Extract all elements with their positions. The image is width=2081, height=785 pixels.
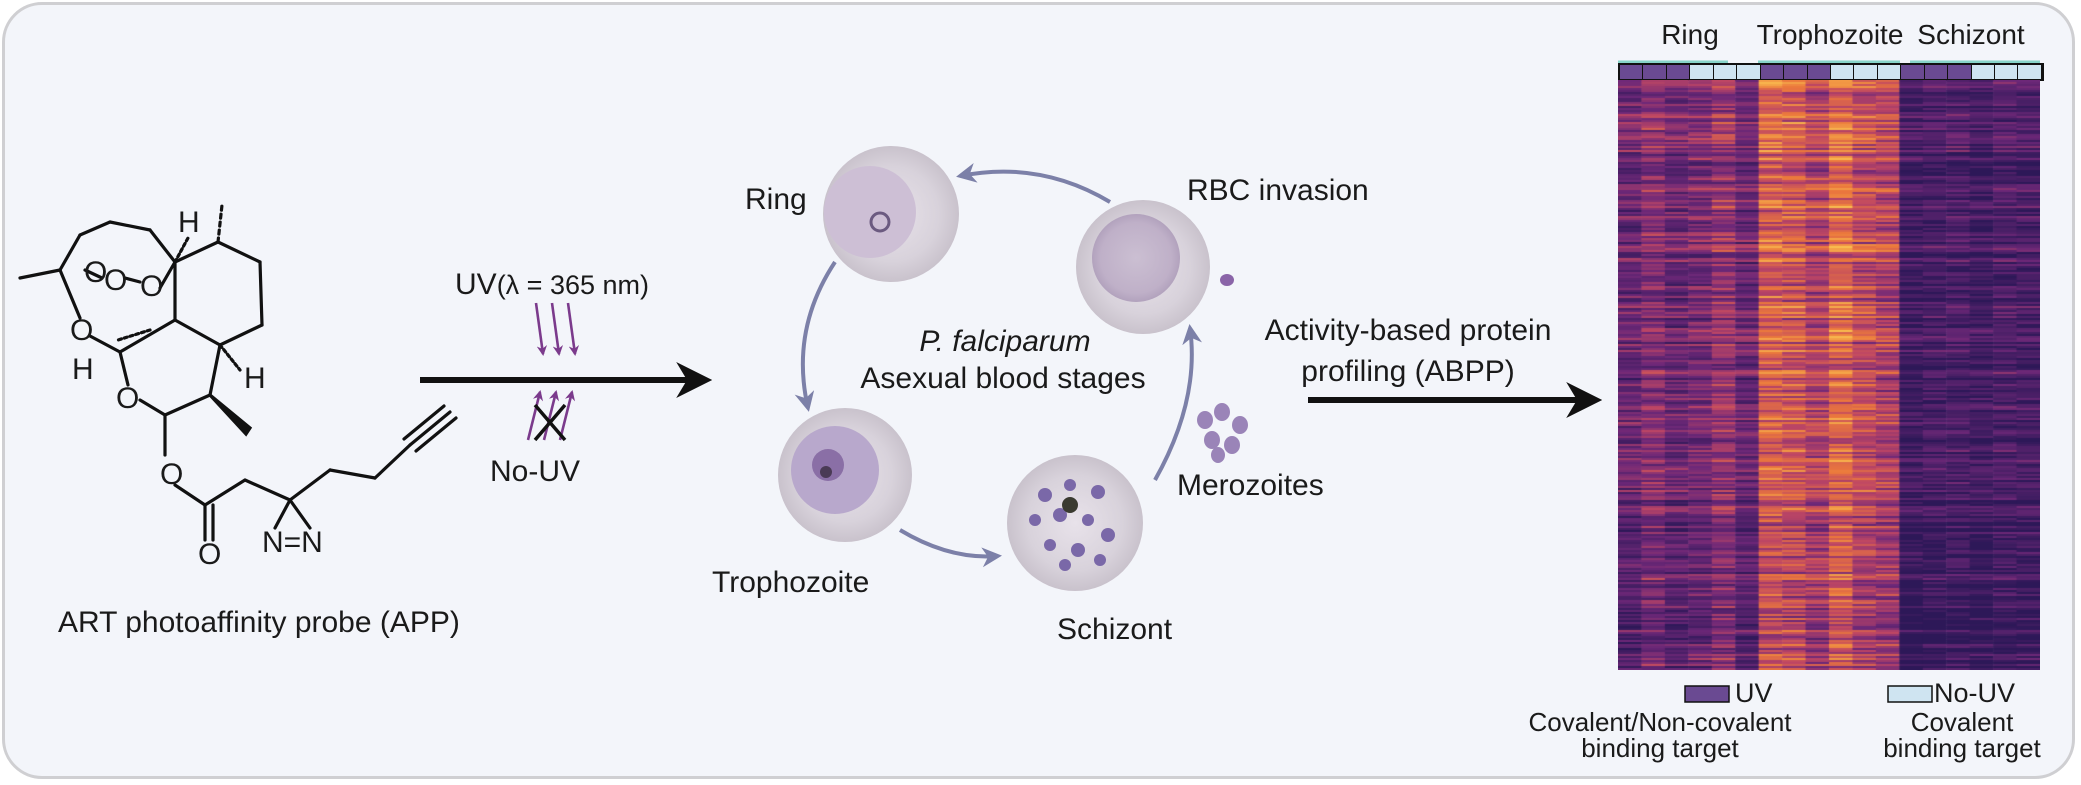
atom-o-2: O (104, 264, 128, 297)
lifecycle-arrows (794, 163, 1203, 568)
condition-cell (1948, 65, 1972, 79)
heatmap-condition-bar (1618, 63, 2044, 81)
uv-wavelength: (λ = 365 nm) (496, 270, 649, 300)
legend-uv-swatch (1684, 685, 1730, 703)
trophozoite-stage-cell (778, 408, 912, 542)
stage-rbc-invasion-label: RBC invasion (1187, 174, 1369, 207)
abpp-label-line2: profiling (ABPP) (1301, 355, 1515, 388)
atom-h-top: H (178, 206, 200, 239)
condition-cell (1690, 65, 1714, 79)
chemical-structure (18, 203, 458, 542)
stage-ring-label: Ring (745, 183, 807, 216)
condition-cell (1620, 65, 1644, 79)
condition-cell (2018, 65, 2042, 79)
legend-nouv-label: No-UV (1934, 678, 2016, 708)
legend-uv-desc-2: binding target (1581, 733, 1739, 763)
no-uv-label: No-UV (490, 455, 581, 488)
atom-o-4: O (70, 314, 94, 347)
stage-schizont-label: Schizont (1057, 613, 1173, 646)
condition-cell (1807, 65, 1831, 79)
stage-merozoites-label: Merozoites (1177, 469, 1324, 502)
atom-h-left: H (72, 353, 94, 386)
atom-o-carbonyl: O (198, 538, 222, 571)
legend-uv-desc-1: Covalent/Non-covalent (1528, 707, 1792, 737)
condition-cell (1830, 65, 1855, 79)
condition-cell (1901, 65, 1925, 79)
legend-uv-label: UV (1735, 678, 1773, 708)
condition-cell (1924, 65, 1949, 79)
ring-stage-cell (823, 146, 959, 282)
condition-cell (1971, 65, 1995, 79)
rbc-invasion-cell (1076, 200, 1234, 334)
legend-nouv-swatch (1887, 685, 1933, 703)
species-label: P. falciparum (919, 325, 1091, 358)
heatmap-grid (1618, 80, 2040, 670)
legend-nouv-desc-2: binding target (1883, 733, 2041, 763)
probe-caption: ART photoaffinity probe (APP) (58, 606, 460, 639)
cross-icon (533, 403, 567, 442)
merozoites-cluster (1197, 403, 1248, 463)
atom-o-6: O (160, 458, 184, 491)
heatmap-col-schizont: Schizont (1917, 19, 2025, 50)
atom-h-right: H (244, 362, 266, 395)
heatmap-col-ring: Ring (1661, 19, 1719, 50)
uv-label: UV(λ = 365 nm) (455, 268, 649, 301)
atom-diazirine: N=N (262, 526, 323, 559)
condition-cell (1643, 65, 1667, 79)
uv-light-arrows (534, 302, 580, 357)
condition-cell (1784, 65, 1808, 79)
lifecycle-subtitle: Asexual blood stages (860, 362, 1146, 395)
condition-cell (1854, 65, 1878, 79)
stage-trophozoite-label: Trophozoite (712, 566, 870, 599)
condition-cell (1877, 65, 1902, 79)
condition-cell (1713, 65, 1738, 79)
abpp-label-line1: Activity-based protein (1264, 314, 1552, 347)
heatmap-canvas (1618, 80, 2040, 670)
condition-cell (1737, 65, 1761, 79)
legend-nouv-desc-1: Covalent (1910, 707, 2014, 737)
atom-o-3: O (140, 270, 164, 303)
uv-text: UV (455, 268, 497, 301)
condition-cell (1760, 65, 1785, 79)
condition-cell (1666, 65, 1691, 79)
atom-o-5: O (116, 382, 140, 415)
schizont-stage-cell (1007, 455, 1143, 591)
no-uv-arrows (526, 389, 576, 441)
heatmap-col-trophozoite: Trophozoite (1756, 19, 1904, 50)
condition-cell (1995, 65, 2019, 79)
atom-o-1: O (84, 256, 108, 289)
